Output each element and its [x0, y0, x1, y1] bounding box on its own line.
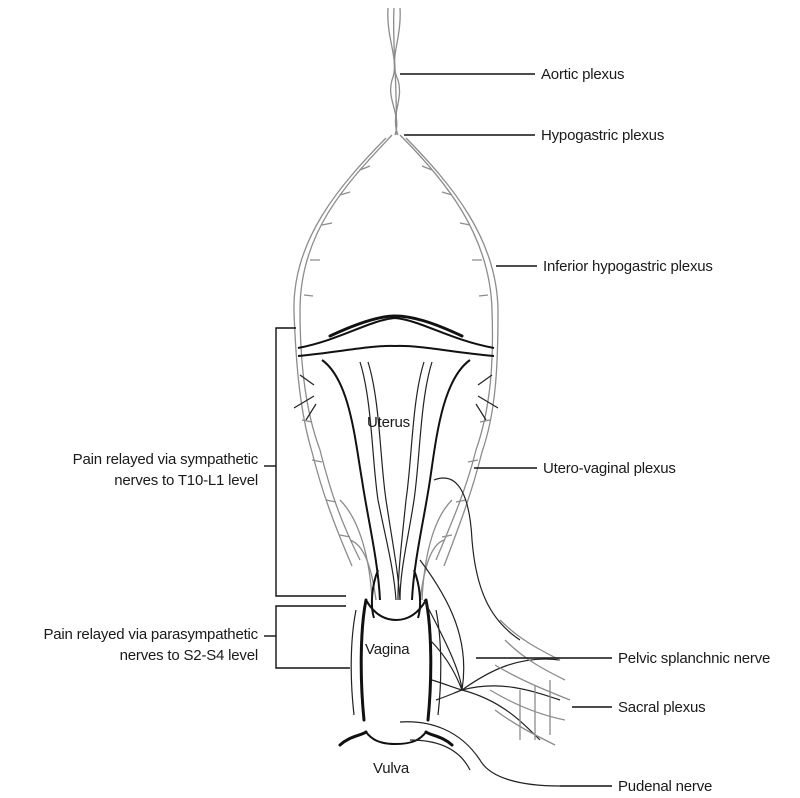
- label-sacral-plexus: Sacral plexus: [618, 699, 705, 716]
- vagina-shape: [351, 600, 441, 720]
- inferior-hypogastric-plexus-shape: [294, 135, 498, 600]
- label-inferior-hypogastric-plexus: Inferior hypogastric plexus: [543, 258, 713, 275]
- label-pudenal-nerve: Pudenal nerve: [618, 778, 712, 795]
- parasympathetic-bracket: [264, 606, 350, 668]
- label-parasympathetic-line1: Pain relayed via parasympathetic: [43, 626, 258, 643]
- label-vagina: Vagina: [365, 641, 410, 658]
- label-uterus: Uterus: [367, 414, 410, 431]
- aortic-trunk: [388, 8, 400, 135]
- label-sympathetic-line2: nerves to T10-L1 level: [114, 472, 258, 489]
- label-parasympathetic-line2: nerves to S2-S4 level: [120, 647, 258, 664]
- label-pelvic-splanchnic-nerve: Pelvic splanchnic nerve: [618, 650, 770, 667]
- label-vulva: Vulva: [373, 760, 410, 777]
- sympathetic-bracket: [264, 328, 346, 596]
- label-utero-vaginal-plexus: Utero-vaginal plexus: [543, 460, 676, 477]
- label-aortic-plexus: Aortic plexus: [541, 66, 624, 83]
- pelvic-nerves: [400, 478, 570, 786]
- label-hypogastric-plexus: Hypogastric plexus: [541, 127, 664, 144]
- label-sympathetic-line1: Pain relayed via sympathetic: [73, 451, 259, 468]
